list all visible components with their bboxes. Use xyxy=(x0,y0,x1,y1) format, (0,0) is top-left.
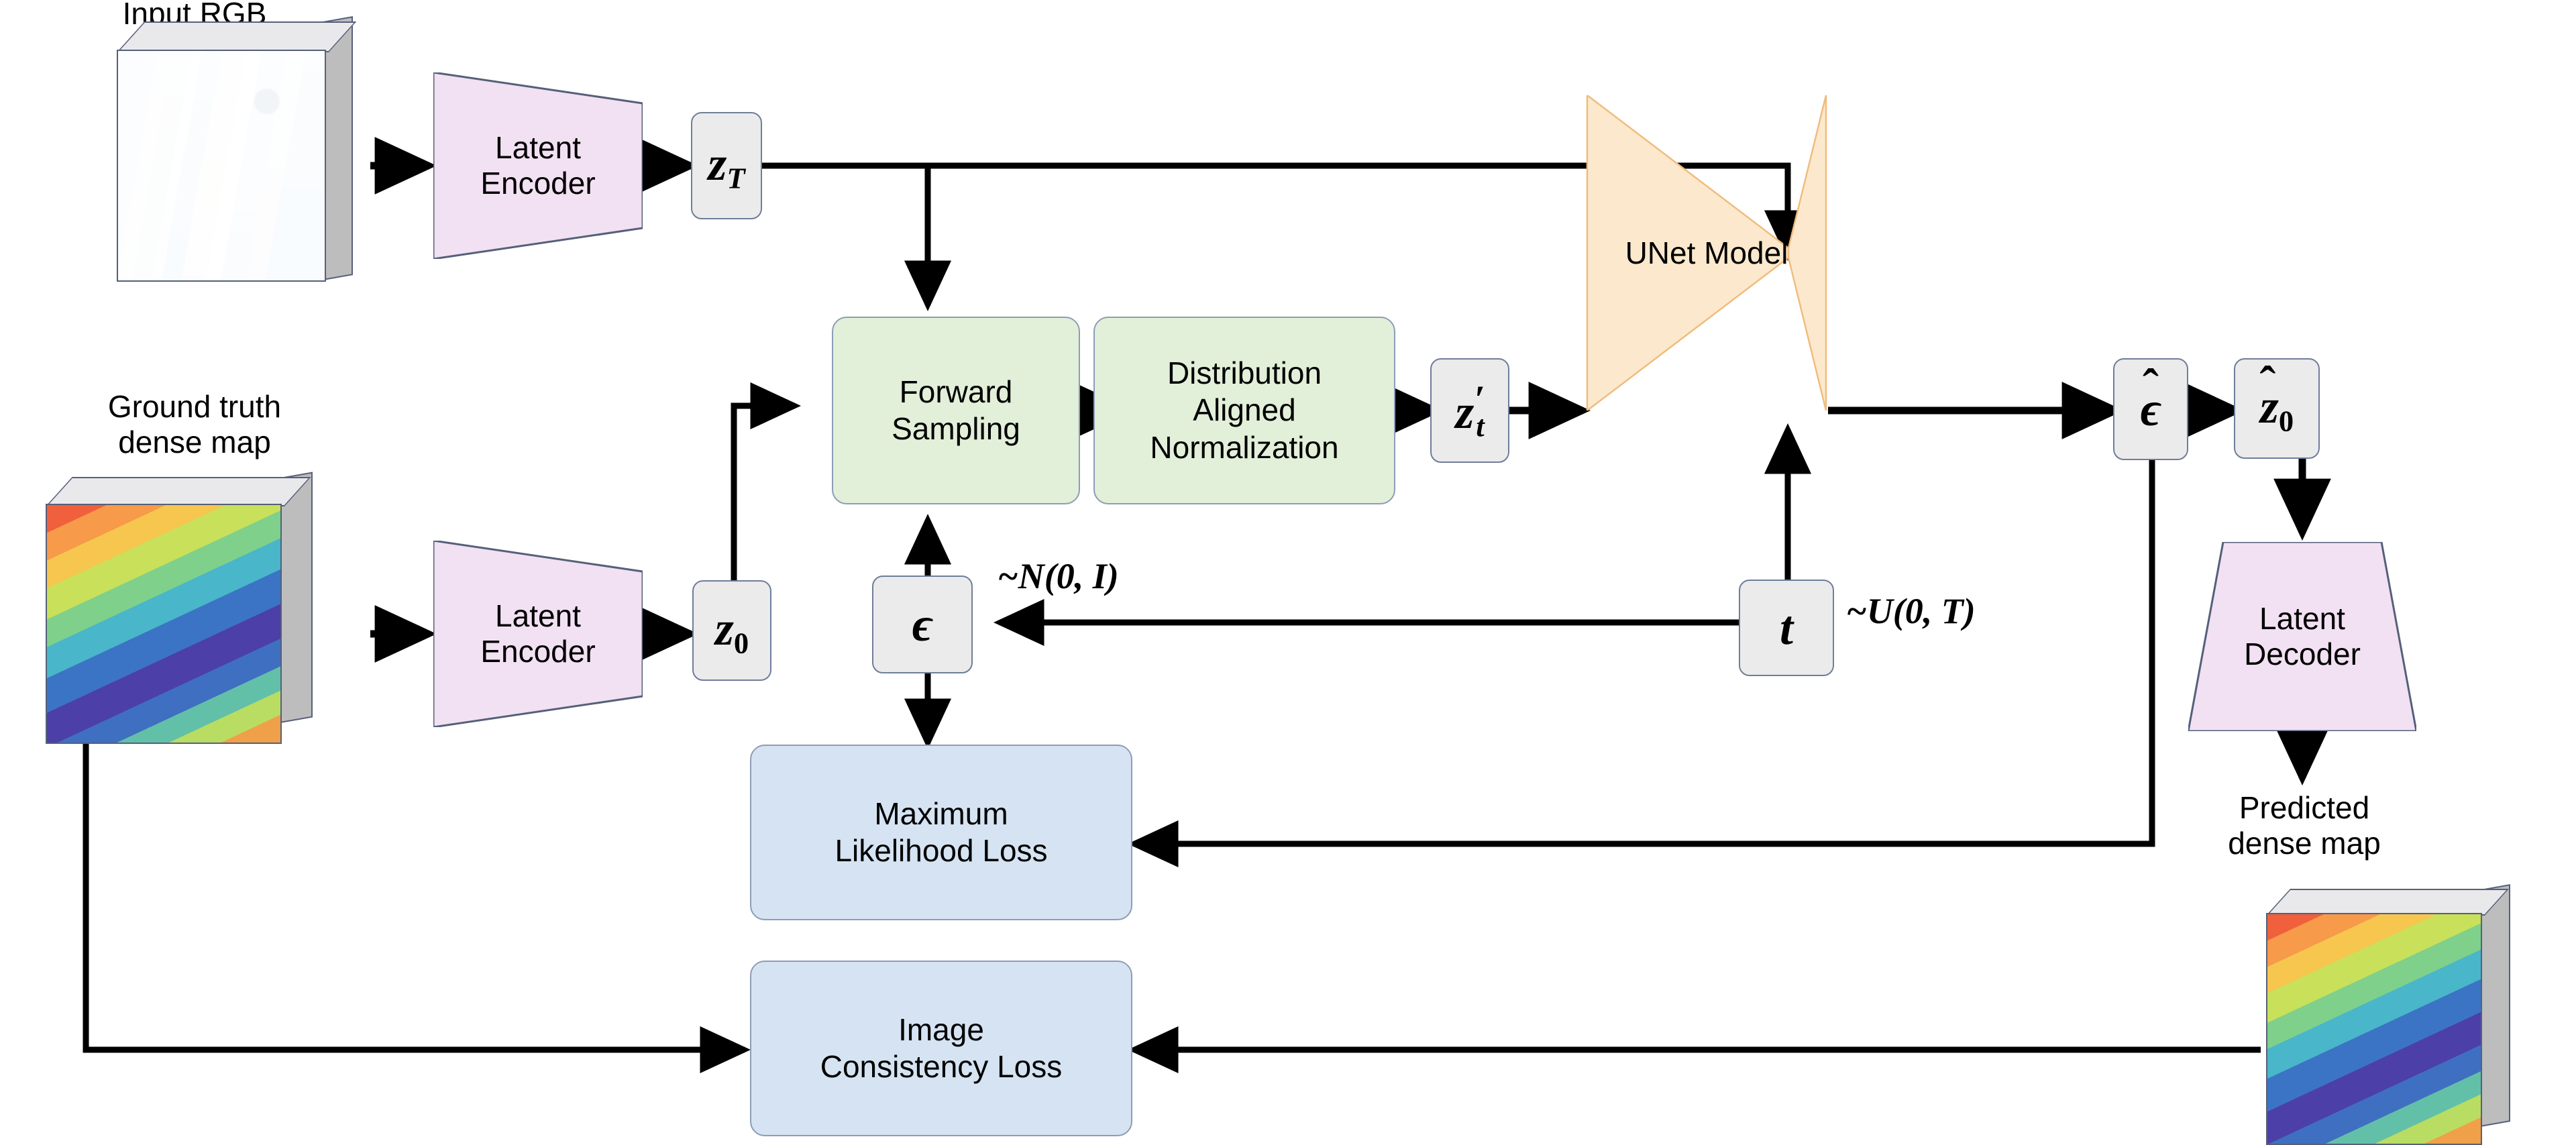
latent-decoder-label: Latent Decoder xyxy=(2244,601,2361,671)
latent-chip-z0[interactable]: z0 xyxy=(692,580,771,681)
noise-distribution-annotation: ~N(0, I) xyxy=(998,556,1119,596)
pred-box-top xyxy=(2266,889,2510,916)
wire-epshat-to-mll xyxy=(1128,446,2155,868)
page-title-predicted: Predicted dense map xyxy=(2228,790,2381,861)
latent-chip-z0-text: z0 xyxy=(714,601,749,660)
wire-z0-to-fs xyxy=(731,382,801,604)
predicted-dense-map-thumbnail xyxy=(2261,884,2529,1145)
distribution-aligned-normalization-box[interactable]: Distribution Aligned Normalization xyxy=(1093,317,1395,504)
latent-chip-zt-prime[interactable]: z′t xyxy=(1430,358,1509,463)
trapezoid-shape xyxy=(433,72,643,259)
maximum-likelihood-loss-box[interactable]: Maximum Likelihood Loss xyxy=(750,745,1132,920)
unet-model-label: UNet Model xyxy=(1625,235,1788,270)
latent-chip-epsilon-hat-text: ̂ϵ xyxy=(2140,382,2161,436)
latent-encoder-bottom[interactable]: Latent Encoder xyxy=(433,541,643,727)
wire-gt-to-icl xyxy=(83,741,751,1074)
input-rgb-thumbnail xyxy=(107,16,362,301)
latent-chip-z0-hat-text: ̂z0 xyxy=(2259,379,2294,438)
gt-box-face xyxy=(46,504,282,744)
gt-box-side xyxy=(276,472,313,724)
forward-sampling-box[interactable]: Forward Sampling xyxy=(832,317,1080,504)
image-consistency-loss-box[interactable]: Image Consistency Loss xyxy=(750,961,1132,1136)
ground-truth-dense-map-thumbnail xyxy=(40,472,322,744)
trapezoid-shape xyxy=(433,541,643,727)
unet-model[interactable]: UNet Model xyxy=(1583,93,1830,413)
gt-box-top xyxy=(46,477,311,506)
latent-chip-zT-text: zT xyxy=(708,136,745,195)
latent-chip-t-text: t xyxy=(1779,600,1793,655)
trapezoid-shape xyxy=(2188,542,2416,731)
latent-chip-epsilon[interactable]: ϵ xyxy=(872,576,973,673)
timestep-distribution-annotation: ~U(0, T) xyxy=(1846,591,1976,631)
input-rgb-box-top xyxy=(117,21,357,52)
latent-encoder-top[interactable]: Latent Encoder xyxy=(433,72,643,259)
input-rgb-box-face xyxy=(117,50,326,282)
pred-box-face xyxy=(2266,913,2482,1145)
latent-encoder-bottom-label: Latent Encoder xyxy=(480,598,596,669)
latent-chip-t[interactable]: t xyxy=(1739,580,1834,676)
latent-chip-zt-prime-text: z′t xyxy=(1455,378,1485,443)
latent-chip-epsilon-text: ϵ xyxy=(912,597,933,651)
page-title-ground-truth: Ground truth dense map xyxy=(107,389,282,459)
latent-decoder[interactable]: Latent Decoder xyxy=(2188,542,2416,731)
latent-chip-zT[interactable]: zT xyxy=(691,112,762,219)
latent-chip-z0-hat[interactable]: ̂z0 xyxy=(2234,358,2320,459)
latent-encoder-top-label: Latent Encoder xyxy=(480,130,596,201)
latent-chip-epsilon-hat[interactable]: ̂ϵ xyxy=(2113,358,2188,460)
